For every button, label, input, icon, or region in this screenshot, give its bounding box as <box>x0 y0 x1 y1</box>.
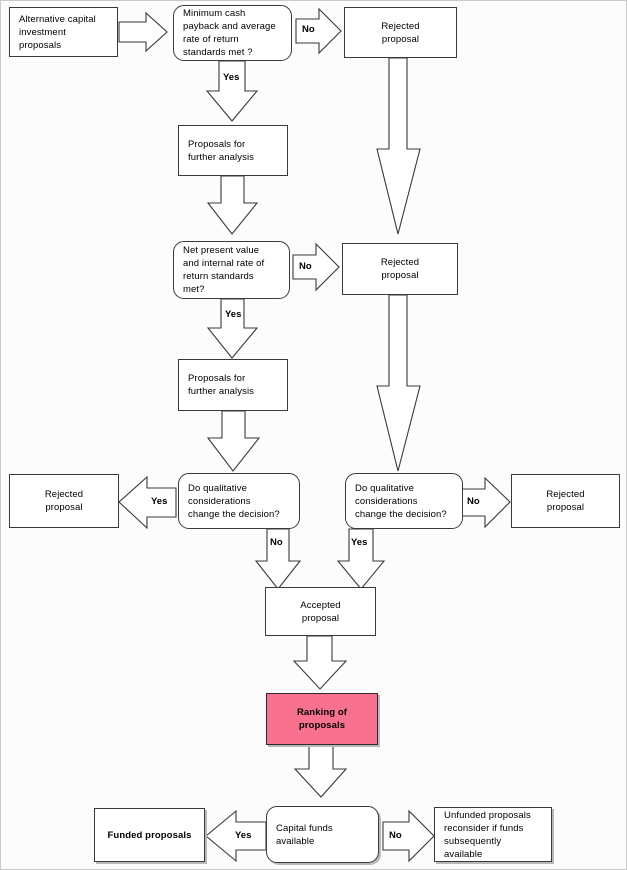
arrow-funds-yes-to-funded <box>205 809 267 863</box>
node-funded-proposals-label: Funded proposals <box>107 829 192 841</box>
node-rejected-2-label: Rejected proposal <box>380 257 420 281</box>
node-rejected-2[interactable]: Rejected proposal <box>342 243 458 295</box>
arrow-rejected1-to-rejected2 <box>376 57 421 235</box>
arrow-qualleft-yes-to-rejected3 <box>118 475 177 530</box>
edge-label-yes-qual-right: Yes <box>351 537 368 548</box>
edge-label-no-1: No <box>302 24 315 35</box>
node-rejected-4-label: Rejected proposal <box>546 489 585 513</box>
node-rejected-1-label: Rejected proposal <box>381 20 420 45</box>
edge-label-no-2: No <box>299 261 312 272</box>
node-rejected-3-label: Rejected proposal <box>44 489 84 513</box>
edge-label-no-qual-right: No <box>467 496 480 507</box>
node-decision-payback[interactable]: Minimum cash payback and average rate of… <box>173 5 292 61</box>
arrow-further1-to-npv <box>206 175 259 235</box>
edge-label-yes-2: Yes <box>225 309 242 320</box>
arrow-payback-yes-down <box>205 60 259 122</box>
node-funded-proposals[interactable]: Funded proposals <box>94 808 205 862</box>
node-proposals-further-2[interactable]: Proposals for further analysis <box>178 359 288 411</box>
node-alternative-proposals[interactable]: Alternative capital investment proposals <box>9 7 118 57</box>
node-decision-npv[interactable]: Net present value and internal rate of r… <box>173 241 290 299</box>
edge-label-no-funds: No <box>389 830 402 841</box>
node-ranking-of-proposals-label: Ranking of proposals <box>296 707 348 731</box>
node-proposals-further-1-label: Proposals for further analysis <box>188 138 255 163</box>
edge-label-no-qual-left: No <box>270 537 283 548</box>
node-decision-capital-funds[interactable]: Capital funds available <box>266 806 379 863</box>
arrow-funds-no-to-unfunded <box>382 809 435 863</box>
node-rejected-4[interactable]: Rejected proposal <box>511 474 620 528</box>
node-ranking-of-proposals[interactable]: Ranking of proposals <box>266 693 378 745</box>
arrow-qualright-yes-down <box>336 528 386 590</box>
node-decision-qual-right-label: Do qualitative considerations change the… <box>355 482 447 520</box>
node-rejected-3[interactable]: Rejected proposal <box>9 474 119 528</box>
edge-label-yes-qual-left: Yes <box>151 496 168 507</box>
node-accepted-proposal[interactable]: Accepted proposal <box>265 587 376 636</box>
node-unfunded-proposals[interactable]: Unfunded proposals reconsider if funds s… <box>434 807 552 862</box>
edge-label-yes-1: Yes <box>223 72 240 83</box>
node-decision-payback-label: Minimum cash payback and average rate of… <box>183 8 276 58</box>
edge-label-yes-funds: Yes <box>235 830 252 841</box>
node-unfunded-proposals-label: Unfunded proposals reconsider if funds s… <box>444 809 531 860</box>
node-decision-qual-left-label: Do qualitative considerations change the… <box>188 482 280 520</box>
arrow-rejected2-to-qual-right <box>376 294 421 472</box>
node-accepted-proposal-label: Accepted proposal <box>300 599 341 624</box>
node-rejected-1[interactable]: Rejected proposal <box>344 7 457 58</box>
arrow-accepted-to-ranking <box>292 635 348 690</box>
arrow-qualleft-no-down <box>254 528 302 590</box>
arrow-qualright-no-to-rejected4 <box>460 476 511 529</box>
arrow-npv-no-to-rejected2 <box>292 242 340 292</box>
node-decision-npv-label: Net present value and internal rate of r… <box>183 245 265 295</box>
node-decision-qual-right[interactable]: Do qualitative considerations change the… <box>345 473 463 529</box>
node-decision-qual-left[interactable]: Do qualitative considerations change the… <box>178 473 300 529</box>
arrow-npv-yes-down <box>206 298 259 359</box>
arrow-further2-to-qual-left <box>206 410 261 472</box>
node-proposals-further-2-label: Proposals for further analysis <box>188 373 255 397</box>
node-decision-capital-funds-label: Capital funds available <box>276 822 333 847</box>
arrow-ranking-to-funds <box>293 744 348 798</box>
node-alternative-proposals-label: Alternative capital investment proposals <box>19 13 96 51</box>
node-proposals-further-1[interactable]: Proposals for further analysis <box>178 125 288 176</box>
arrow-proposals-to-payback <box>118 11 168 53</box>
arrow-payback-no-to-rejected1 <box>295 7 342 55</box>
